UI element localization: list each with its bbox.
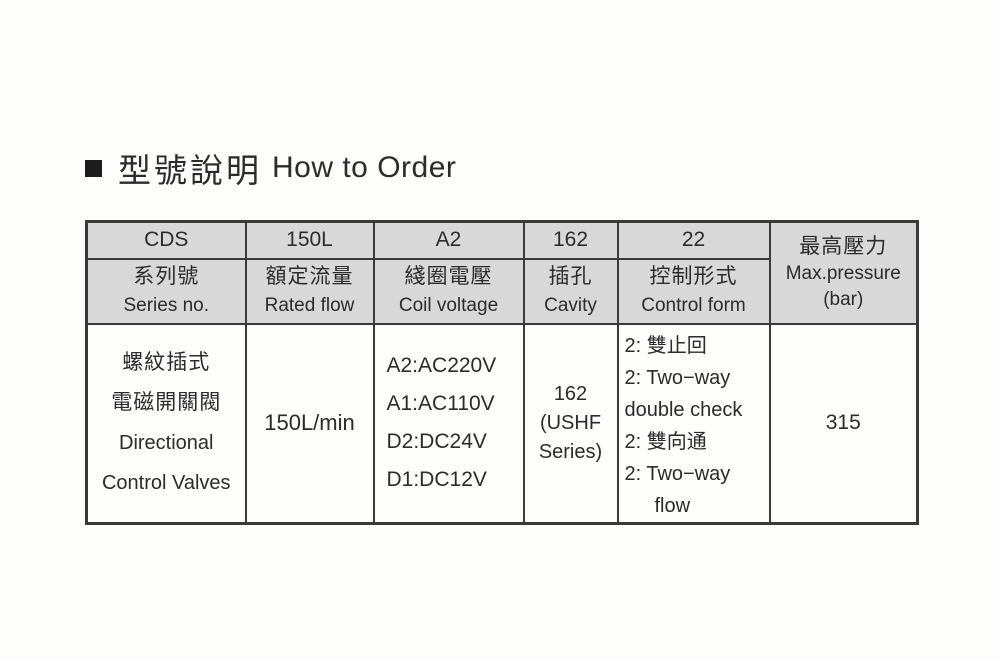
- square-bullet-icon: [85, 159, 102, 177]
- header-max-pressure: 最高壓力 Max.pressure (bar): [768, 220, 919, 325]
- header-cavity: 插孔 Cavity: [522, 257, 619, 325]
- cavity-line-3: Series): [538, 440, 603, 463]
- cell-coil-voltage-options: A2:AC220V A1:AC110V D2:DC24V D1:DC12V: [372, 322, 525, 525]
- control-form-en: Control form: [641, 295, 746, 317]
- column-label-row: 系列號 Series no. 額定流量 Rated flow 綫圈電壓 Coil…: [85, 257, 918, 325]
- cavity-en: Cavity: [544, 295, 597, 317]
- max-pressure-zh: 最高壓力: [799, 234, 888, 258]
- voltage-option-3: D2:DC24V: [386, 430, 487, 454]
- table-body-row: 螺紋插式 電磁開關閥 Directional Control Valves 15…: [85, 322, 919, 525]
- code-series: CDS: [85, 220, 247, 260]
- order-code-row: CDS 150L A2 162 22 最高壓力 Max.pressure (ba…: [85, 220, 919, 325]
- code-control-form: 22: [616, 220, 771, 260]
- coil-voltage-en: Coil voltage: [398, 295, 499, 317]
- series-line-4: Control Valves: [101, 472, 231, 495]
- max-pressure-en: Max.pressure: [785, 263, 901, 285]
- control-form-zh: 控制形式: [649, 265, 738, 288]
- series-no-en: Series no.: [123, 295, 210, 317]
- control-option-line-2: 2: Two−way: [624, 366, 731, 389]
- cavity-line-2: (USHF: [539, 411, 602, 434]
- series-line-1: 螺紋插式: [122, 351, 211, 375]
- rated-flow-zh: 額定流量: [265, 265, 354, 288]
- voltage-option-1: A2:AC220V: [386, 354, 497, 378]
- code-coil-voltage: A2: [372, 220, 525, 260]
- code-rated-flow: 150L: [244, 220, 375, 260]
- rated-flow-en: Rated flow: [264, 295, 355, 317]
- how-to-order-table: CDS 150L A2 162 22 最高壓力 Max.pressure (ba…: [85, 220, 919, 525]
- voltage-option-4: D1:DC12V: [386, 468, 487, 492]
- control-option-line-4: 2: 雙向通: [624, 430, 707, 453]
- series-no-zh: 系列號: [133, 265, 200, 288]
- series-line-3: Directional: [119, 432, 214, 455]
- cell-control-form-options: 2: 雙止回 2: Two−way double check 2: 雙向通 2:…: [616, 322, 771, 525]
- max-pressure-unit: (bar): [823, 288, 864, 310]
- cell-cavity-value: 162 (USHF Series): [522, 322, 619, 525]
- section-title: 型號說明 How to Order: [85, 144, 456, 192]
- section-title-en: How to Order: [272, 151, 457, 184]
- cavity-line-1: 162: [553, 382, 588, 405]
- control-option-line-1: 2: 雙止回: [624, 334, 707, 357]
- header-control-form: 控制形式 Control form: [616, 257, 771, 325]
- control-option-line-3: double check: [624, 398, 743, 421]
- series-line-2: 電磁開關閥: [111, 391, 222, 415]
- section-title-zh: 型號說明: [118, 152, 262, 189]
- header-coil-voltage: 綫圈電壓 Coil voltage: [372, 257, 525, 325]
- coil-voltage-zh: 綫圈電壓: [404, 265, 493, 288]
- header-series-no: 系列號 Series no.: [85, 257, 247, 325]
- voltage-option-2: A1:AC110V: [386, 392, 495, 416]
- code-cavity: 162: [522, 220, 619, 260]
- cell-max-pressure-value: 315: [768, 322, 919, 525]
- header-rated-flow: 額定流量 Rated flow: [244, 257, 375, 325]
- cavity-zh: 插孔: [548, 265, 593, 288]
- cell-series-description: 螺紋插式 電磁開關閥 Directional Control Valves: [85, 322, 247, 525]
- control-option-line-5: 2: Two−way: [624, 462, 731, 485]
- control-option-line-6: flow: [654, 494, 691, 517]
- cell-rated-flow-value: 150L/min: [244, 322, 375, 525]
